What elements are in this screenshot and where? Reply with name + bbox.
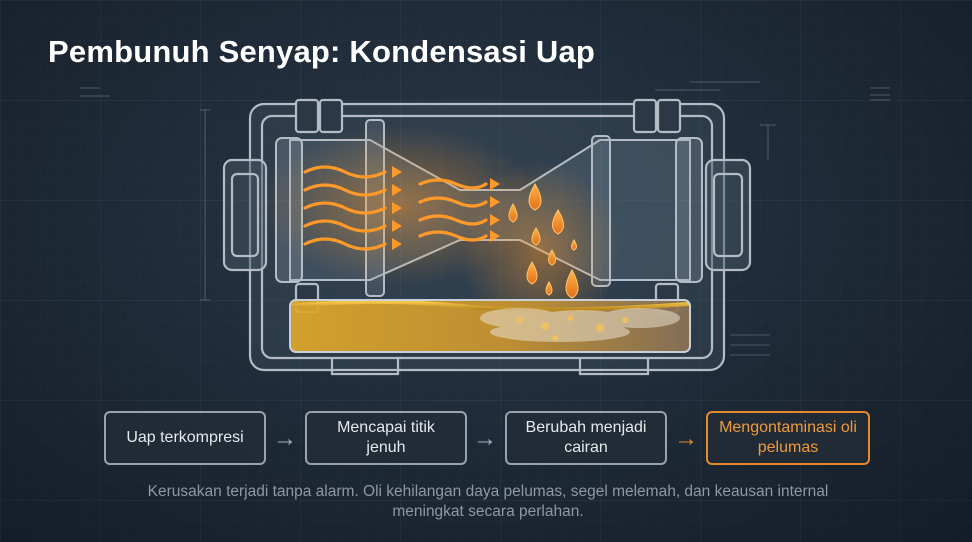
step-uap-terkompresi: Uap terkompresi: [104, 411, 266, 465]
step-mengontaminasi-oli: Mengontaminasi oli pelumas: [706, 411, 870, 465]
vapor-flow-icon: [303, 165, 488, 251]
compressor-diagram: [80, 81, 890, 376]
step-berubah-menjadi-cairan: Berubah menjadi cairan: [505, 411, 667, 465]
arrow-right-icon: →: [273, 425, 297, 452]
page-title: Pembunuh Senyap: Kondensasi Uap: [48, 34, 596, 69]
dimension-lines: [80, 81, 890, 356]
caption-text: Kerusakan terjadi tanpa alarm. Oli kehil…: [147, 483, 829, 520]
arrow-right-icon: →: [674, 425, 698, 452]
oil-sump: [289, 299, 691, 353]
droplet-icon: [508, 183, 579, 299]
step-mencapai-titik-jenuh: Mencapai titik jenuh: [305, 411, 467, 465]
arrow-right-icon: →: [473, 425, 497, 452]
vapor-arrowheads: [392, 166, 500, 250]
